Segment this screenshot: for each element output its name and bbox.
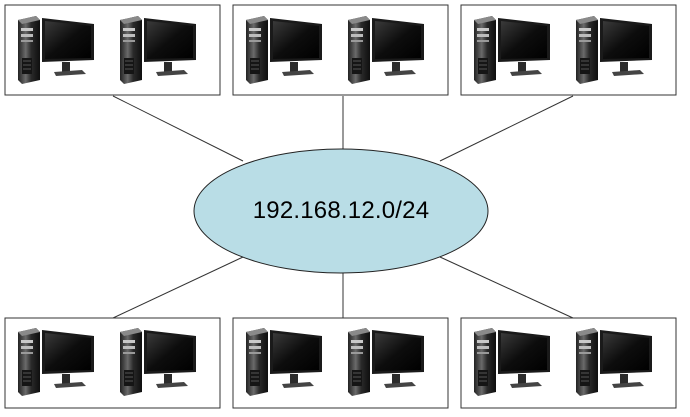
link-bottom-right [439, 256, 574, 319]
link-top-left [112, 95, 244, 162]
desktop-computer-icon [17, 327, 95, 397]
group-top-center [232, 4, 449, 96]
group-top-right [460, 4, 677, 96]
group-top-left [4, 4, 221, 96]
group-bottom-center [232, 317, 449, 409]
desktop-computer-icon [473, 327, 551, 397]
desktop-computer-icon [245, 15, 323, 85]
desktop-computer-icon [347, 15, 425, 85]
desktop-computer-icon [119, 327, 197, 397]
link-top-right [439, 95, 574, 162]
desktop-computer-icon [347, 327, 425, 397]
subnet-hub [193, 148, 489, 274]
desktop-computer-icon [245, 327, 323, 397]
link-bottom-left [112, 256, 244, 319]
group-bottom-right [460, 317, 677, 409]
group-bottom-left [4, 317, 221, 409]
desktop-computer-icon [575, 327, 653, 397]
desktop-computer-icon [575, 15, 653, 85]
desktop-computer-icon [17, 15, 95, 85]
desktop-computer-icon [119, 15, 197, 85]
connection-lines [112, 95, 574, 319]
desktop-computer-icon [473, 15, 551, 85]
subnet-label: 192.168.12.0/24 [252, 197, 430, 224]
